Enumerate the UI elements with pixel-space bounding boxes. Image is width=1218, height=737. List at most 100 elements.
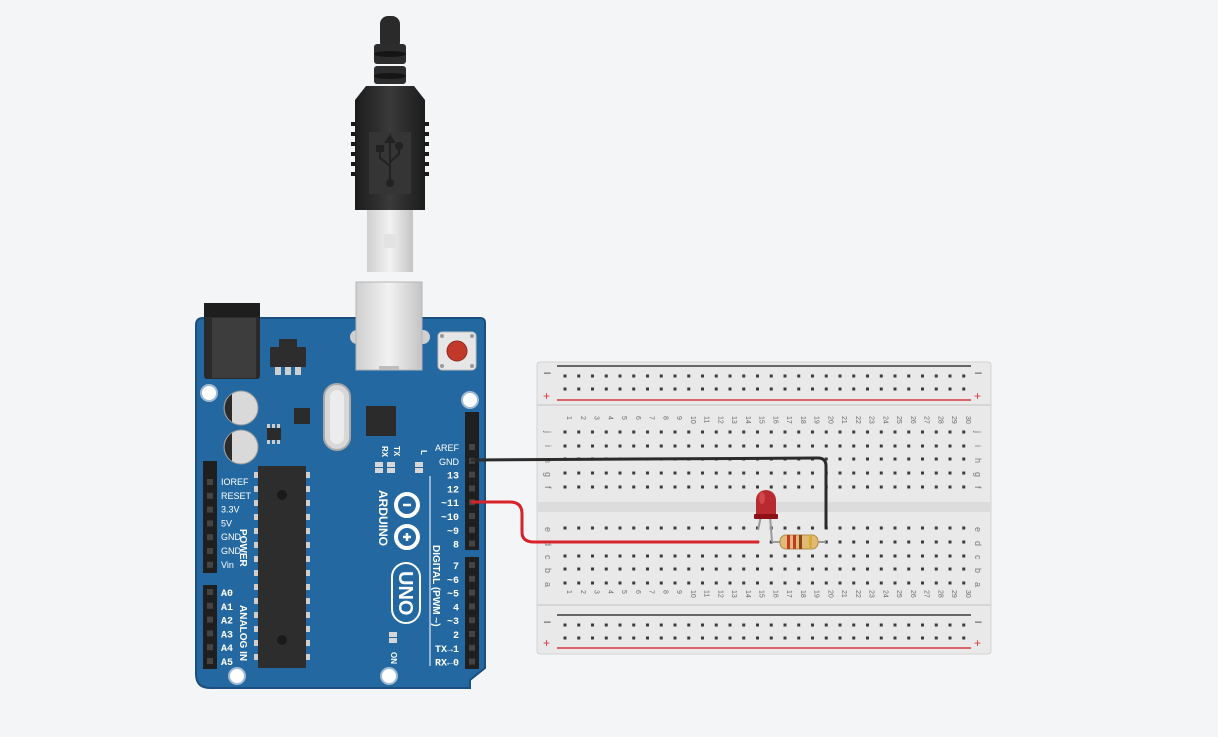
breadboard-hole[interactable] — [879, 430, 883, 434]
breadboard-hole[interactable] — [852, 540, 856, 544]
breadboard-hole[interactable] — [866, 540, 869, 544]
breadboard-hole[interactable] — [756, 444, 759, 448]
breadboard-hole[interactable] — [604, 526, 608, 530]
breadboard-hole[interactable] — [948, 581, 952, 585]
breadboard-hole[interactable] — [618, 485, 622, 489]
breadboard-hole[interactable] — [714, 526, 718, 530]
rail-hole[interactable] — [618, 374, 622, 378]
rail-hole[interactable] — [866, 387, 869, 391]
breadboard-hole[interactable] — [728, 526, 732, 530]
power-pin-hole[interactable] — [207, 534, 213, 541]
breadboard-hole[interactable] — [687, 526, 691, 530]
breadboard-hole[interactable] — [604, 567, 608, 571]
digital-pin-hole[interactable] — [469, 471, 475, 478]
breadboard-hole[interactable] — [687, 444, 691, 448]
breadboard-hole[interactable] — [852, 457, 856, 461]
breadboard-hole[interactable] — [866, 554, 869, 558]
breadboard-hole[interactable] — [577, 444, 581, 448]
rail-hole[interactable] — [673, 623, 677, 627]
rail-hole[interactable] — [824, 387, 828, 391]
rail-hole[interactable] — [701, 623, 704, 627]
rail-hole[interactable] — [783, 374, 787, 378]
black-wire-gnd[interactable] — [470, 456, 828, 530]
breadboard-hole[interactable] — [783, 485, 787, 489]
breadboard-hole[interactable] — [962, 457, 966, 461]
rail-hole[interactable] — [673, 374, 677, 378]
breadboard-hole[interactable] — [714, 444, 718, 448]
rail-hole[interactable] — [962, 387, 966, 391]
breadboard-hole[interactable] — [838, 471, 842, 475]
rail-hole[interactable] — [879, 623, 883, 627]
breadboard-hole[interactable] — [866, 444, 869, 448]
digital-pin-hole[interactable] — [469, 485, 475, 492]
rail-hole[interactable] — [701, 374, 704, 378]
rail-hole[interactable] — [783, 623, 787, 627]
rail-hole[interactable] — [838, 374, 842, 378]
breadboard-hole[interactable] — [673, 430, 677, 434]
breadboard-hole[interactable] — [632, 485, 636, 489]
rail-hole[interactable] — [646, 374, 649, 378]
analog-pin-hole[interactable] — [207, 630, 213, 637]
rail-hole[interactable] — [701, 636, 704, 640]
breadboard-hole[interactable] — [893, 567, 897, 571]
breadboard-hole[interactable] — [893, 526, 897, 530]
breadboard-hole[interactable] — [948, 485, 952, 489]
breadboard-hole[interactable] — [962, 444, 966, 448]
breadboard-hole[interactable] — [866, 457, 869, 461]
breadboard-hole[interactable] — [907, 485, 911, 489]
breadboard-hole[interactable] — [742, 444, 746, 448]
breadboard-hole[interactable] — [591, 554, 594, 558]
rail-hole[interactable] — [687, 623, 691, 627]
breadboard-hole[interactable] — [783, 471, 787, 475]
rail-hole[interactable] — [618, 623, 622, 627]
breadboard-hole[interactable] — [618, 554, 622, 558]
power-pin-hole[interactable] — [207, 479, 213, 485]
breadboard-hole[interactable] — [604, 444, 608, 448]
breadboard-hole[interactable] — [742, 526, 746, 530]
breadboard-hole[interactable] — [646, 444, 649, 448]
rail-hole[interactable] — [866, 636, 869, 640]
breadboard-hole[interactable] — [659, 444, 663, 448]
breadboard-hole[interactable] — [921, 554, 924, 558]
rail-hole[interactable] — [921, 623, 924, 627]
breadboard-hole[interactable] — [673, 526, 677, 530]
breadboard-hole[interactable] — [591, 567, 594, 571]
rail-hole[interactable] — [852, 374, 856, 378]
analog-header[interactable] — [203, 585, 217, 669]
breadboard-hole[interactable] — [852, 554, 856, 558]
resistor[interactable] — [772, 534, 826, 550]
breadboard-hole[interactable] — [742, 430, 746, 434]
breadboard-hole[interactable] — [756, 567, 759, 571]
breadboard-hole[interactable] — [728, 581, 732, 585]
breadboard-hole[interactable] — [948, 554, 952, 558]
breadboard-hole[interactable] — [756, 581, 759, 585]
rail-hole[interactable] — [893, 387, 897, 391]
breadboard-hole[interactable] — [673, 485, 677, 489]
breadboard-hole[interactable] — [618, 444, 622, 448]
breadboard-hole[interactable] — [907, 567, 911, 571]
breadboard-hole[interactable] — [866, 567, 869, 571]
breadboard-hole[interactable] — [852, 471, 856, 475]
breadboard-hole[interactable] — [838, 526, 842, 530]
breadboard-hole[interactable] — [783, 581, 787, 585]
rail-hole[interactable] — [907, 374, 911, 378]
breadboard-hole[interactable] — [948, 540, 952, 544]
breadboard-hole[interactable] — [879, 444, 883, 448]
breadboard-hole[interactable] — [769, 581, 773, 585]
breadboard-hole[interactable] — [769, 444, 773, 448]
breadboard-hole[interactable] — [921, 567, 924, 571]
breadboard-hole[interactable] — [659, 485, 663, 489]
analog-pin-hole[interactable] — [207, 616, 213, 623]
breadboard-hole[interactable] — [673, 554, 677, 558]
breadboard-hole[interactable] — [632, 567, 636, 571]
breadboard-hole[interactable] — [728, 430, 732, 434]
rail-hole[interactable] — [921, 387, 924, 391]
breadboard-hole[interactable] — [962, 554, 966, 558]
breadboard-hole[interactable] — [714, 554, 718, 558]
rail-hole[interactable] — [921, 374, 924, 378]
rail-hole[interactable] — [948, 636, 952, 640]
rail-hole[interactable] — [852, 623, 856, 627]
breadboard-hole[interactable] — [879, 457, 883, 461]
breadboard-hole[interactable] — [604, 430, 608, 434]
breadboard-hole[interactable] — [591, 430, 594, 434]
